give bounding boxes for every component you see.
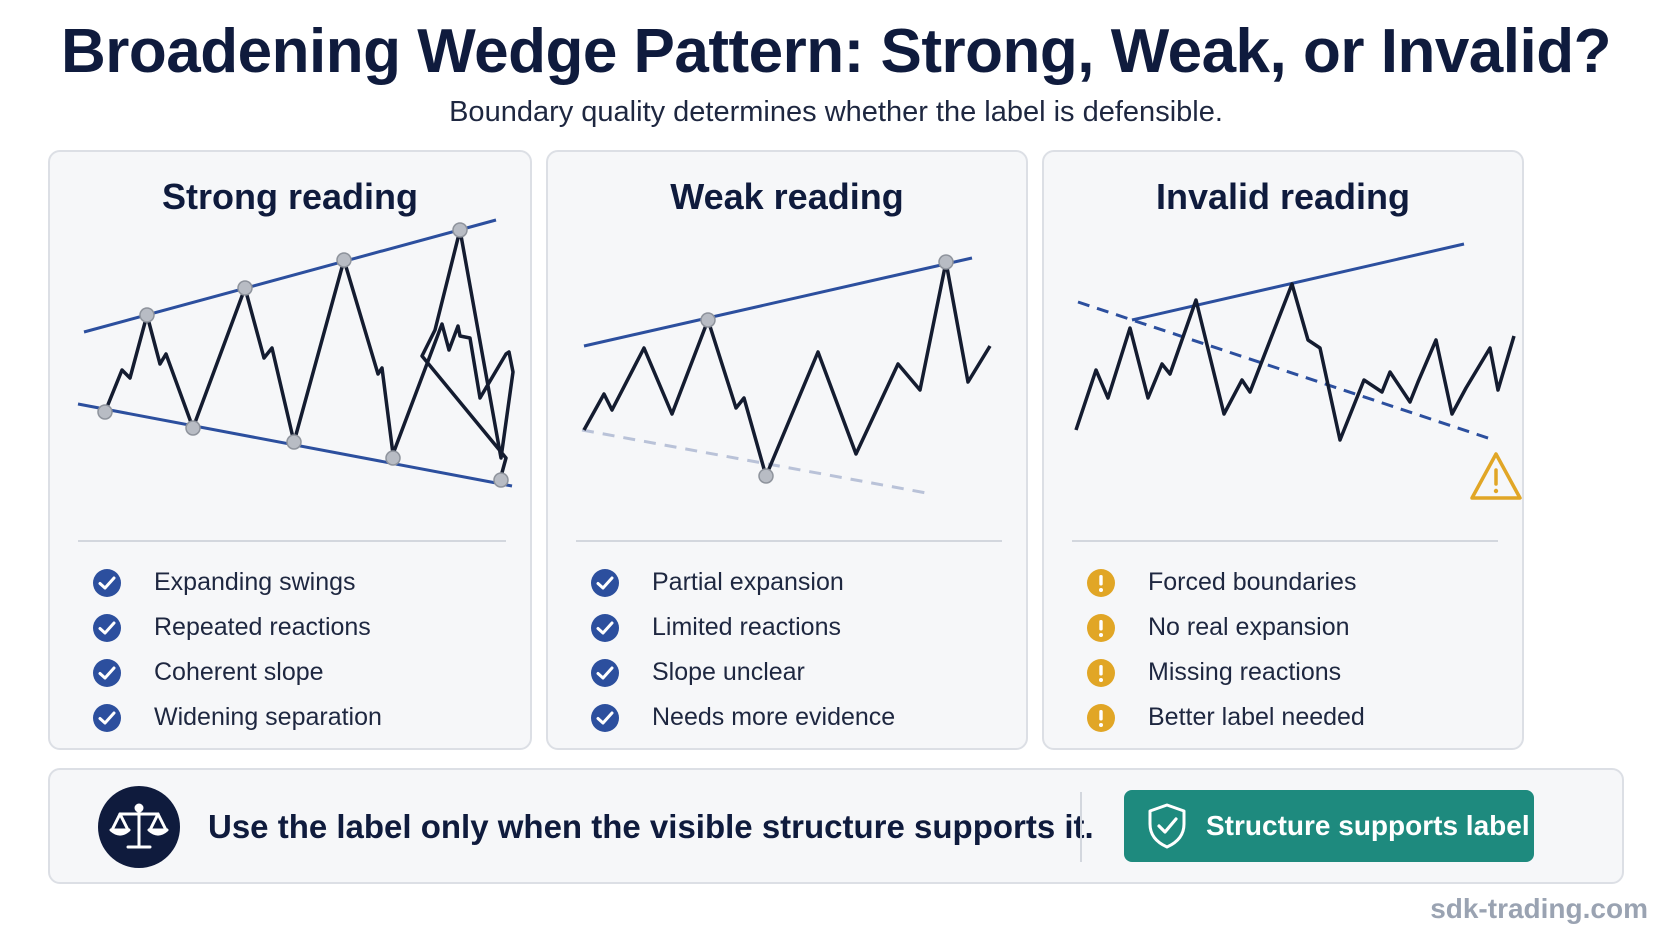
- panel-weak: Weak reading Partial expansion Limited r…: [546, 150, 1028, 750]
- strong-wedge-chart: [77, 218, 515, 488]
- list-item: Limited reactions: [590, 605, 895, 650]
- list-item: Partial expansion: [590, 560, 895, 605]
- check-circle-icon: [93, 658, 121, 687]
- list-item: Widening separation: [92, 695, 382, 740]
- lower-touch: [493, 472, 509, 488]
- lower-touch: [185, 420, 201, 436]
- list-item: Repeated reactions: [92, 605, 382, 650]
- panel-invalid: Invalid reading Forced boundaries No rea…: [1042, 150, 1524, 750]
- balance-scale-badge: [98, 786, 180, 868]
- invalid-wedge-chart: [1074, 242, 1522, 500]
- upper-touch: [336, 252, 352, 268]
- list-item: Needs more evidence: [590, 695, 895, 740]
- panel-divider: [1072, 540, 1498, 542]
- page-subtitle: Boundary quality determines whether the …: [449, 96, 1223, 128]
- price-line: [1074, 282, 1516, 442]
- upper-touch: [700, 312, 716, 328]
- shield-check-icon: [1148, 803, 1186, 849]
- forced-upper-boundary: [1131, 242, 1465, 322]
- page-title: Broadening Wedge Pattern: Strong, Weak, …: [61, 17, 1611, 86]
- list-item: Expanding swings: [92, 560, 382, 605]
- criteria-list-strong: Expanding swings Repeated reactions Cohe…: [92, 560, 382, 740]
- lower-touch: [286, 434, 302, 450]
- check-circle-icon: [591, 658, 619, 687]
- criteria-list-invalid: Forced boundaries No real expansion Miss…: [1086, 560, 1365, 740]
- list-item: Better label needed: [1086, 695, 1365, 740]
- lower-boundary-dashed: [581, 428, 933, 496]
- check-circle-icon: [93, 613, 121, 642]
- criterion-label: Needs more evidence: [652, 703, 896, 731]
- criterion-label: Slope unclear: [652, 658, 805, 686]
- criterion-label: Widening separation: [154, 703, 382, 731]
- criterion-label: Expanding swings: [154, 568, 356, 596]
- vertical-separator: [1080, 792, 1082, 862]
- check-circle-icon: [591, 568, 619, 597]
- weak-wedge-chart: [581, 254, 992, 496]
- check-circle-icon: [93, 703, 121, 732]
- takeaway-bar: Use the label only when the visible stru…: [48, 768, 1624, 884]
- check-circle-icon: [591, 703, 619, 732]
- list-item: Coherent slope: [92, 650, 382, 695]
- list-item: No real expansion: [1086, 605, 1365, 650]
- cta-label: Structure supports label: [1206, 810, 1530, 841]
- price-line: [103, 228, 515, 481]
- check-circle-icon: [93, 568, 121, 597]
- exclamation-circle-icon: [1087, 703, 1115, 732]
- criterion-label: Coherent slope: [154, 658, 324, 686]
- panel-title-weak: Weak reading: [670, 176, 904, 217]
- check-circle-icon: [591, 613, 619, 642]
- panel-divider: [576, 540, 1002, 542]
- list-item: Forced boundaries: [1086, 560, 1365, 605]
- criterion-label: Repeated reactions: [154, 613, 371, 641]
- watermark: sdk-trading.com: [1430, 893, 1648, 924]
- lower-touch: [97, 404, 113, 420]
- upper-touch: [139, 307, 155, 323]
- panel-strong: Strong reading Expanding swings Repeated…: [48, 150, 532, 750]
- criterion-label: Partial expansion: [652, 568, 844, 596]
- criterion-label: Better label needed: [1148, 703, 1365, 731]
- forced-lower-boundary-dashed: [1077, 300, 1495, 442]
- criterion-label: No real expansion: [1148, 613, 1350, 641]
- balance-scale-icon: [109, 803, 169, 849]
- lower-touch: [758, 468, 774, 484]
- price-line: [582, 260, 992, 478]
- warning-triangle-icon: [1470, 452, 1522, 500]
- panel-divider: [78, 540, 506, 542]
- criterion-label: Missing reactions: [1148, 658, 1342, 686]
- panel-title-strong: Strong reading: [161, 176, 418, 217]
- criteria-list-weak: Partial expansion Limited reactions Slop…: [590, 560, 895, 740]
- upper-touch: [237, 280, 253, 296]
- structure-supports-label-button[interactable]: Structure supports label: [1124, 790, 1534, 862]
- exclamation-circle-icon: [1087, 613, 1115, 642]
- criterion-label: Limited reactions: [652, 613, 841, 641]
- takeaway-message: Use the label only when the visible stru…: [208, 808, 1094, 845]
- exclamation-circle-icon: [1087, 658, 1115, 687]
- upper-touch: [938, 254, 954, 270]
- criterion-label: Forced boundaries: [1148, 568, 1357, 596]
- list-item: Slope unclear: [590, 650, 895, 695]
- lower-touch: [385, 450, 401, 466]
- upper-boundary: [583, 256, 973, 348]
- list-item: Missing reactions: [1086, 650, 1365, 695]
- panel-title-invalid: Invalid reading: [1155, 176, 1411, 217]
- upper-touch: [452, 222, 468, 238]
- exclamation-circle-icon: [1087, 568, 1115, 597]
